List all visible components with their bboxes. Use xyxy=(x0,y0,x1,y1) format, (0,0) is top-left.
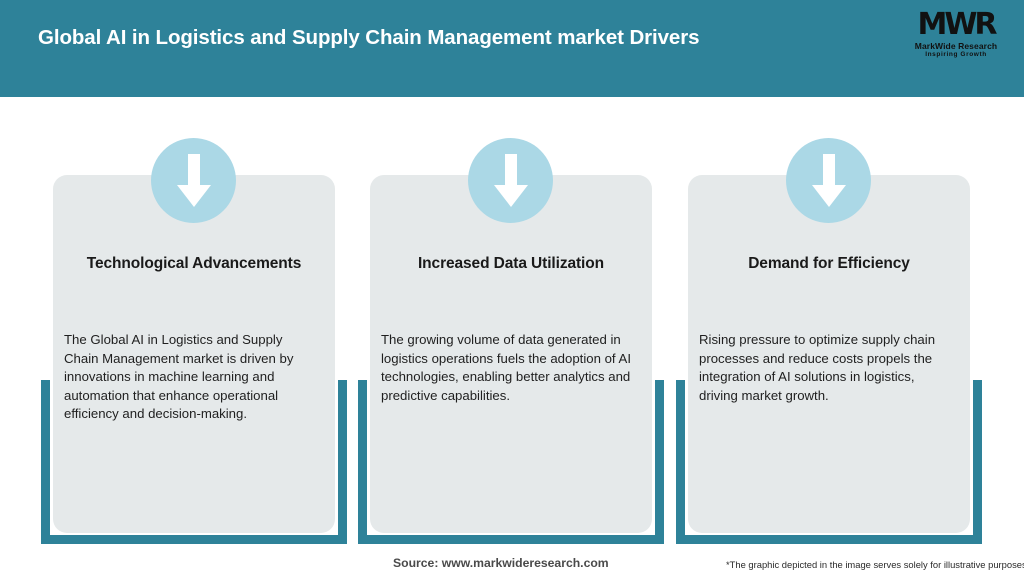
disclaimer-label: *The graphic depicted in the image serve… xyxy=(726,559,1024,570)
page-title: Global AI in Logistics and Supply Chain … xyxy=(38,26,700,49)
card-surface xyxy=(370,175,652,533)
arrow-down-icon xyxy=(151,138,236,223)
header-banner: Global AI in Logistics and Supply Chain … xyxy=(0,0,1024,97)
logo-tagline: Inspiring Growth xyxy=(925,51,987,58)
arrow-down-icon xyxy=(468,138,553,223)
logo-monogram-icon: MWR xyxy=(917,7,997,42)
source-label: Source: www.markwideresearch.com xyxy=(393,556,609,570)
card-accent-frame xyxy=(358,380,664,544)
arrow-down-icon xyxy=(786,138,871,223)
card-body-text: The growing volume of data generated in … xyxy=(381,332,631,403)
driver-card-1[interactable]: Technological Advancements The Global AI… xyxy=(41,138,347,544)
card-accent-frame xyxy=(41,380,347,544)
card-surface xyxy=(688,175,970,533)
card-body-text: Rising pressure to optimize supply chain… xyxy=(699,332,936,403)
card-title: Demand for Efficiency xyxy=(748,255,910,272)
logo-company-name: MarkWide Research xyxy=(914,41,998,51)
card-surface xyxy=(53,175,335,533)
card-title: Increased Data Utilization xyxy=(417,255,605,272)
driver-card-3[interactable]: Demand for Efficiency Rising pressure to… xyxy=(676,138,982,544)
card-accent-frame xyxy=(676,380,982,544)
card-body-text: The Global AI in Logistics and Supply Ch… xyxy=(64,332,294,422)
driver-card-2[interactable]: Increased Data Utilization The growing v… xyxy=(358,138,664,544)
brand-logo: MWR MarkWide Research Inspiring Growth xyxy=(904,8,1008,60)
card-title: Technological Advancements xyxy=(86,255,302,272)
